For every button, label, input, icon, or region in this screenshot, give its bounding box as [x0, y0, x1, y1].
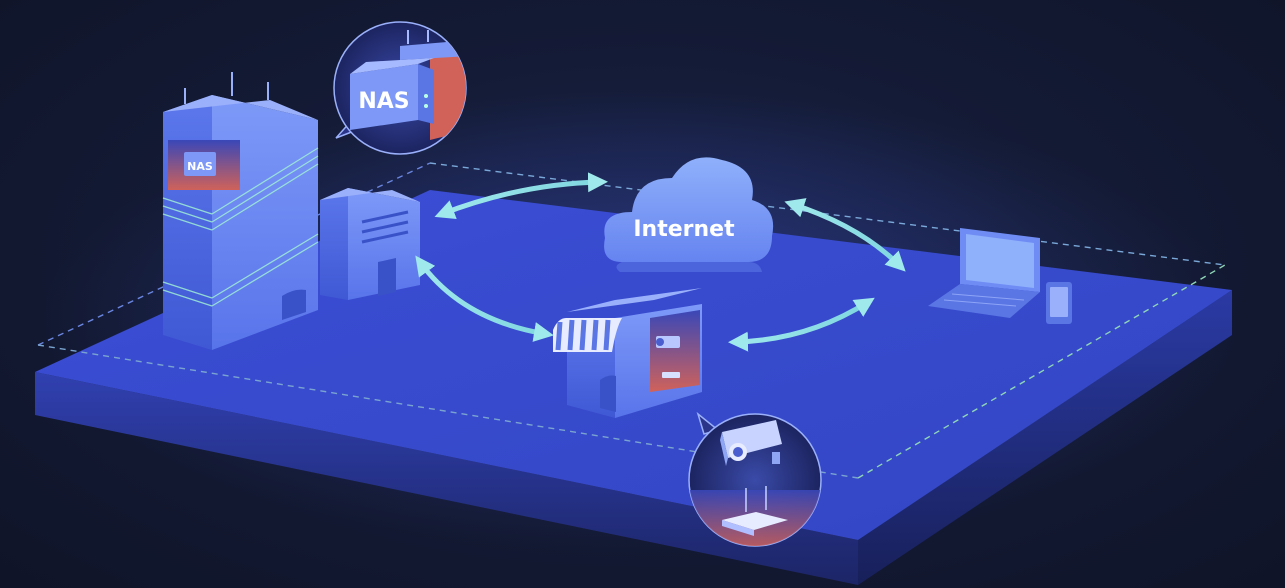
nas-building-label: NAS — [187, 160, 213, 173]
office-tower-icon: NAS — [162, 72, 319, 350]
boundary-dashed-bottom-right — [857, 264, 1226, 479]
router-icon — [722, 486, 788, 536]
nas-server-icon — [350, 58, 434, 130]
arrow-warehouse-store — [415, 255, 554, 342]
arrow-cloud-laptop — [784, 198, 906, 272]
nas-zoom-bubble: NAS — [333, 21, 467, 155]
smartphone-icon — [1046, 282, 1072, 324]
arrow-laptop-store — [728, 297, 875, 352]
platform-front-left — [35, 372, 858, 585]
platform-front-right — [858, 290, 1232, 585]
laptop-icon — [928, 228, 1040, 318]
security-camera-icon — [720, 420, 782, 466]
store-awning — [553, 318, 622, 352]
arrow-warehouse-cloud — [434, 172, 608, 220]
nas-bubble-label: NAS — [358, 89, 409, 114]
store-icon — [553, 288, 702, 418]
cloud-icon: Internet — [604, 157, 774, 272]
cloud-label: Internet — [633, 217, 735, 242]
warehouse-icon — [320, 188, 420, 300]
connection-arrows — [415, 172, 906, 352]
